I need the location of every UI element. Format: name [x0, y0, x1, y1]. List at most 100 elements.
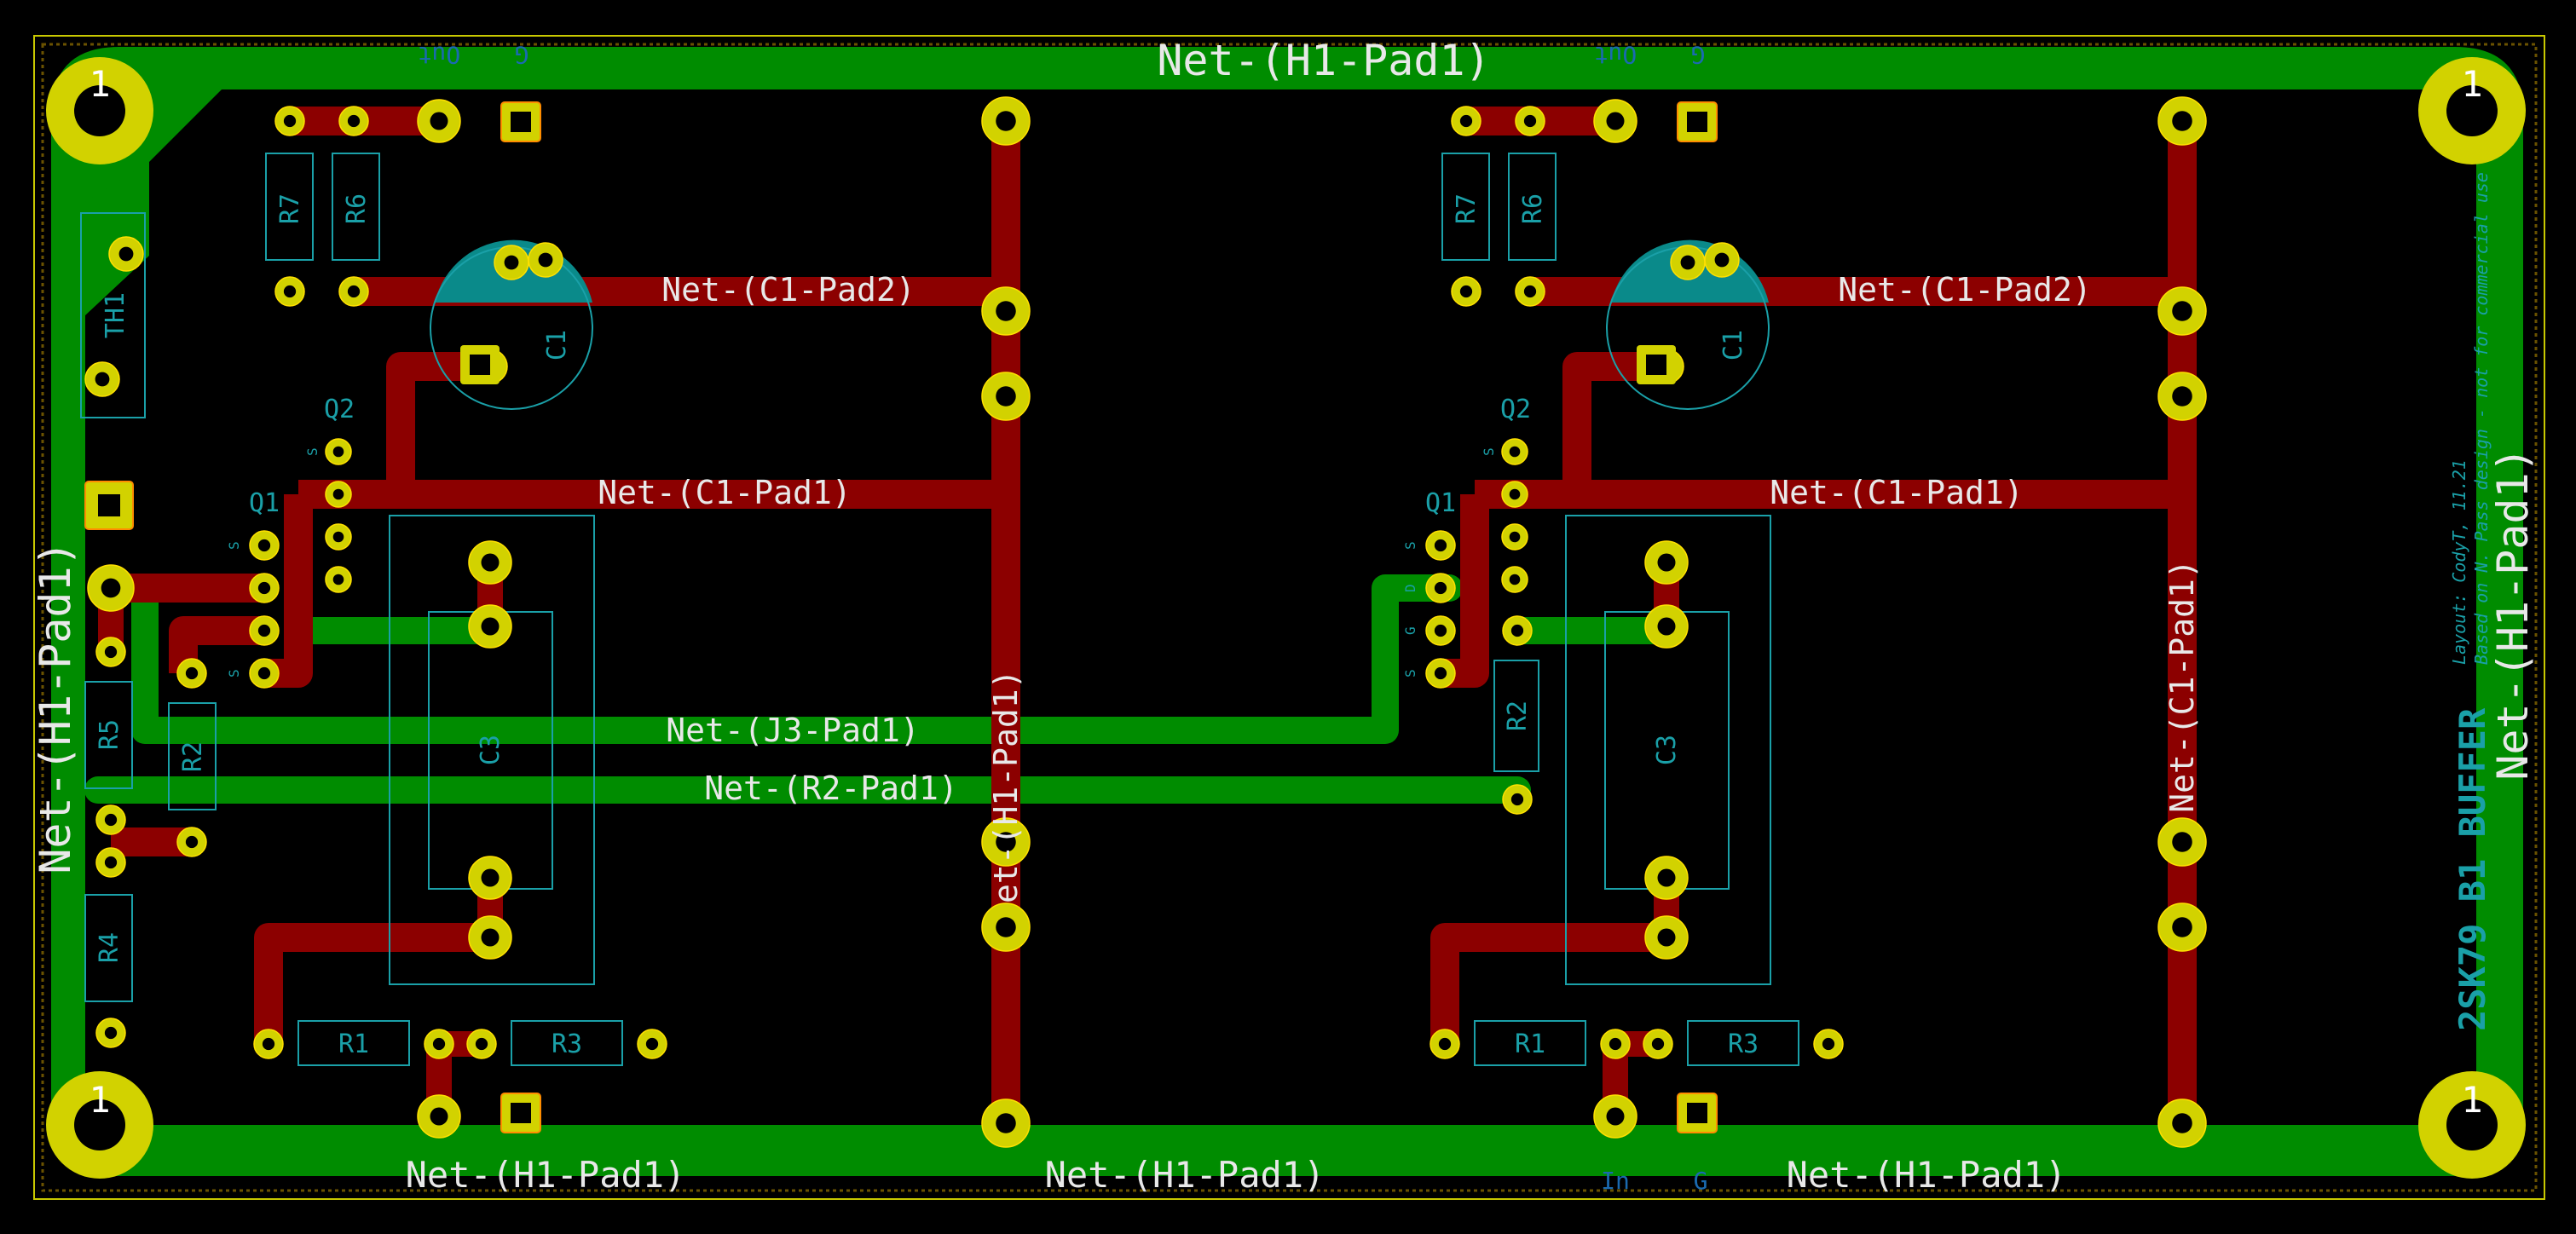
through-hole-pad[interactable] — [325, 438, 352, 465]
through-hole-pad[interactable] — [2157, 372, 2207, 421]
net-label-c1pad1-right: Net-(C1-Pad1) — [1770, 474, 2023, 511]
through-hole-pad[interactable] — [1644, 856, 1689, 900]
credit-line-1: Layout: CodyT, 11.21 — [2449, 459, 2469, 665]
through-hole-pad[interactable] — [1425, 615, 1456, 646]
net-label-h1-bottom-right: Net-(H1-Pad1) — [1787, 1154, 2067, 1196]
through-hole-pad[interactable] — [2157, 96, 2207, 146]
through-hole-pad[interactable] — [468, 540, 512, 585]
through-hole-pad[interactable] — [1515, 106, 1545, 136]
through-hole-pad[interactable] — [2157, 902, 2207, 952]
through-hole-pad[interactable] — [2157, 1098, 2207, 1148]
board-edge-dashed — [41, 43, 2538, 1192]
through-hole-pad[interactable] — [1600, 1029, 1631, 1059]
through-hole-pad[interactable] — [249, 573, 280, 603]
through-hole-pad[interactable] — [87, 564, 135, 612]
through-hole-pad[interactable] — [176, 827, 207, 857]
through-hole-pad[interactable] — [95, 1018, 126, 1048]
through-hole-pad[interactable] — [1425, 530, 1456, 561]
through-hole-pad[interactable] — [468, 915, 512, 960]
through-hole-pad[interactable] — [1502, 615, 1533, 646]
through-hole-pad[interactable] — [1451, 276, 1481, 307]
ref-q2: Q2 — [324, 395, 355, 424]
through-hole-pad[interactable] — [1451, 106, 1481, 136]
mounting-hole-br[interactable]: 1 — [2418, 1071, 2526, 1179]
through-hole-pad[interactable] — [338, 276, 369, 307]
through-hole-pad[interactable] — [981, 372, 1031, 421]
through-hole-pad[interactable] — [249, 530, 280, 561]
through-hole-pad[interactable] — [325, 566, 352, 593]
mounting-holes: 1 1 1 1 — [46, 57, 2526, 1179]
top-copper-traces — [84, 574, 1680, 804]
net-label-c1pad2-right: Net-(C1-Pad2) — [1838, 271, 2091, 308]
through-hole-pad[interactable] — [981, 286, 1031, 336]
through-hole-pad[interactable] — [424, 1029, 454, 1059]
through-hole-pad[interactable] — [1425, 658, 1456, 689]
through-hole-pad[interactable] — [1813, 1029, 1844, 1059]
through-hole-pad[interactable] — [325, 481, 352, 508]
through-hole-pad[interactable] — [468, 856, 512, 900]
through-hole-pad[interactable] — [1501, 438, 1528, 465]
mounting-hole-bl[interactable]: 1 — [46, 1071, 153, 1179]
board-title: 2SK79 B1 BUFFER — [2452, 707, 2493, 1031]
through-hole-pad[interactable] — [274, 276, 305, 307]
through-hole-pad[interactable] — [1502, 784, 1533, 815]
svg-text:G: G — [1691, 41, 1706, 69]
through-hole-pad[interactable] — [95, 847, 126, 878]
through-hole-pad[interactable] — [1515, 276, 1545, 307]
through-hole-pad[interactable] — [176, 658, 207, 689]
through-hole-pad[interactable] — [466, 1029, 497, 1059]
ref-r7: R7 — [275, 193, 305, 224]
svg-text:G: G — [1402, 626, 1418, 635]
net-label-c1pad1-left: Net-(C1-Pad1) — [598, 474, 851, 511]
net-label-h1-bottom-mid: Net-(H1-Pad1) — [1045, 1154, 1326, 1196]
ref-c3: C3 — [476, 735, 505, 765]
through-hole-pad[interactable] — [95, 804, 126, 835]
through-hole-pad[interactable] — [1501, 481, 1528, 508]
through-hole-pad[interactable] — [1430, 1029, 1460, 1059]
through-hole-pad[interactable] — [637, 1029, 667, 1059]
through-hole-pad[interactable] — [95, 637, 126, 667]
credit-line-2: Based on N. Pass design - not for commer… — [2471, 172, 2492, 665]
through-hole-pad[interactable] — [1704, 242, 1740, 278]
svg-text:S: S — [1402, 541, 1418, 550]
ref-c1: C1 — [542, 330, 572, 360]
through-hole-pad[interactable] — [325, 523, 352, 551]
through-hole-pad[interactable] — [528, 242, 563, 278]
through-hole-pad[interactable] — [249, 615, 280, 646]
svg-text:1: 1 — [2461, 63, 2482, 105]
through-hole-pad[interactable] — [1644, 540, 1689, 585]
through-hole-pad[interactable] — [338, 106, 369, 136]
through-hole-pad[interactable] — [2157, 286, 2207, 336]
svg-text:1: 1 — [89, 63, 110, 105]
through-hole-pad[interactable] — [1501, 566, 1528, 593]
through-hole-pad[interactable] — [249, 658, 280, 689]
through-hole-pad[interactable] — [468, 604, 512, 649]
through-hole-pad[interactable] — [417, 1094, 461, 1139]
through-hole-pad[interactable] — [2157, 817, 2207, 867]
through-hole-pad[interactable] — [274, 106, 305, 136]
through-hole-pad[interactable] — [1670, 245, 1706, 280]
through-hole-pad[interactable] — [981, 96, 1031, 146]
through-hole-pad[interactable] — [84, 361, 120, 397]
svg-text:S: S — [226, 541, 242, 550]
mounting-hole-tr[interactable]: 1 — [2418, 57, 2526, 164]
through-hole-pad[interactable] — [1644, 604, 1689, 649]
through-hole-pad[interactable] — [1643, 1029, 1673, 1059]
through-hole-pad[interactable] — [1644, 915, 1689, 960]
through-hole-pad[interactable] — [1501, 523, 1528, 551]
through-hole-pad[interactable] — [1593, 1094, 1637, 1139]
through-hole-pad[interactable] — [981, 1098, 1031, 1148]
through-hole-pad[interactable] — [981, 902, 1031, 952]
board-edge — [33, 35, 2545, 1200]
through-hole-pad[interactable] — [108, 236, 144, 272]
ref-r6: R6 — [342, 193, 372, 224]
net-label-c1pad2-left: Net-(C1-Pad2) — [661, 271, 915, 308]
mounting-hole-tl[interactable]: 1 — [46, 57, 153, 164]
through-hole-pad[interactable] — [494, 245, 529, 280]
through-hole-pad[interactable] — [253, 1029, 284, 1059]
through-hole-pad[interactable] — [1425, 573, 1456, 603]
through-hole-pad[interactable] — [417, 99, 461, 143]
through-hole-pad[interactable] — [1593, 99, 1637, 143]
through-hole-pad[interactable] — [981, 817, 1031, 867]
